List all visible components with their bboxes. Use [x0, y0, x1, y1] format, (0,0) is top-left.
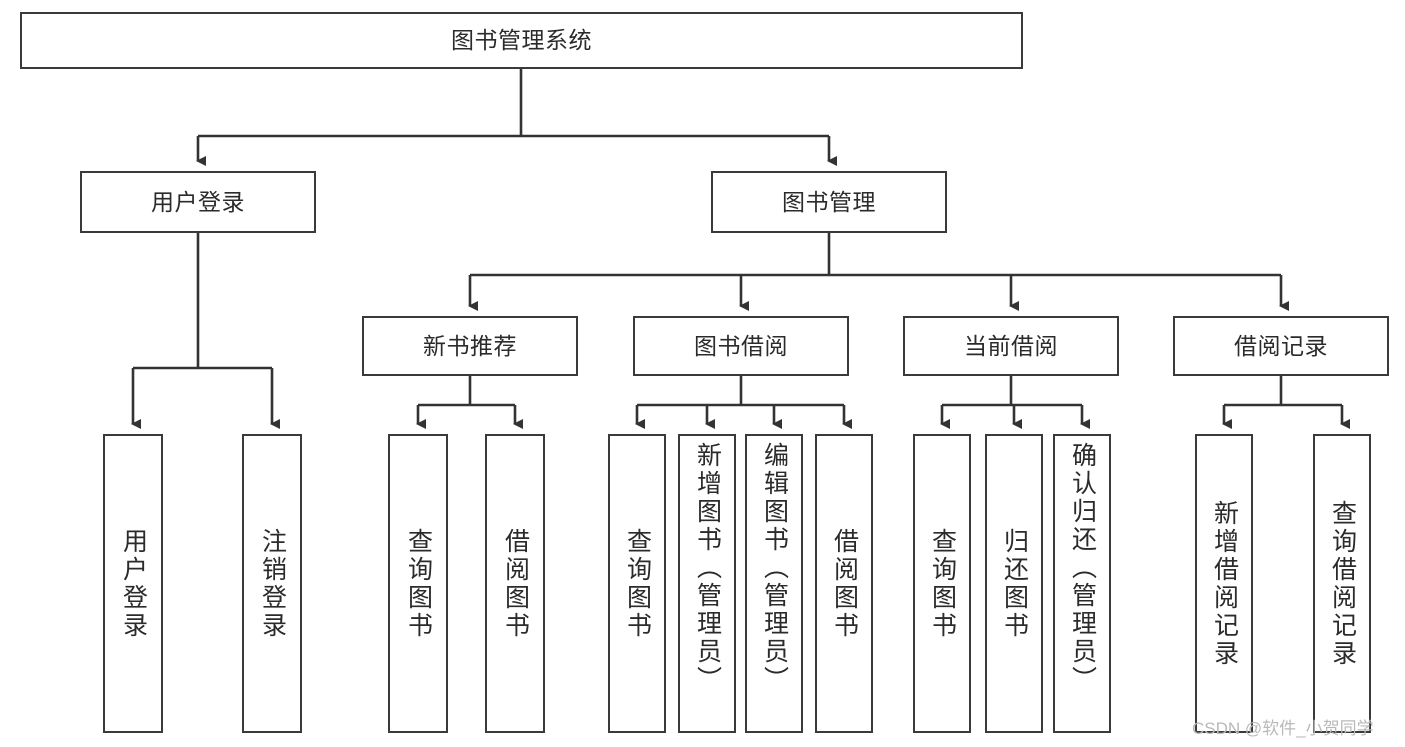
- node-leaf-add-borrow-record[interactable]: 新增借阅记录: [1195, 434, 1253, 733]
- node-leaf-query-book-recommend[interactable]: 查询图书: [388, 434, 448, 733]
- node-label-leaf-borrow-book-borrow: 借阅图书: [830, 527, 859, 640]
- node-root[interactable]: 图书管理系统: [20, 12, 1023, 69]
- node-label-leaf-borrow-book-recommend: 借阅图书: [501, 527, 530, 640]
- node-book-borrow[interactable]: 图书借阅: [633, 316, 849, 376]
- node-label-leaf-user-login: 用户登录: [119, 527, 148, 640]
- node-leaf-logout-login[interactable]: 注销登录: [242, 434, 302, 733]
- node-label-book-borrow: 图书借阅: [694, 332, 788, 359]
- node-new-book-recommend[interactable]: 新书推荐: [362, 316, 578, 376]
- node-label-borrow-record: 借阅记录: [1234, 332, 1328, 359]
- node-leaf-borrow-book-recommend[interactable]: 借阅图书: [485, 434, 545, 733]
- node-leaf-user-login[interactable]: 用户登录: [103, 434, 163, 733]
- node-leaf-return-book[interactable]: 归还图书: [985, 434, 1043, 733]
- node-leaf-borrow-book-borrow[interactable]: 借阅图书: [815, 434, 873, 733]
- node-label-leaf-query-book-current: 查询图书: [928, 527, 957, 640]
- watermark-text: CSDN @软件_小贺同学: [1192, 719, 1374, 738]
- node-leaf-query-book-borrow[interactable]: 查询图书: [608, 434, 666, 733]
- node-book-management[interactable]: 图书管理: [711, 171, 947, 233]
- node-label-leaf-query-borrow-record: 查询借阅记录: [1328, 499, 1357, 668]
- node-leaf-query-book-current[interactable]: 查询图书: [913, 434, 971, 733]
- node-leaf-edit-book-admin[interactable]: 编辑图书（管理员）: [745, 434, 803, 733]
- node-label-leaf-logout-login: 注销登录: [258, 527, 287, 640]
- node-borrow-record[interactable]: 借阅记录: [1173, 316, 1389, 376]
- node-label-leaf-return-book: 归还图书: [1000, 527, 1029, 640]
- node-leaf-confirm-return-admin[interactable]: 确认归还（管理员）: [1053, 434, 1111, 733]
- node-leaf-query-borrow-record[interactable]: 查询借阅记录: [1313, 434, 1371, 733]
- node-label-leaf-confirm-return-admin: 确认归还（管理员）: [1068, 442, 1097, 694]
- node-label-book-management: 图书管理: [782, 188, 876, 215]
- node-label-current-borrow: 当前借阅: [964, 332, 1058, 359]
- node-label-leaf-query-book-recommend: 查询图书: [404, 527, 433, 640]
- node-label-new-book-recommend: 新书推荐: [423, 332, 517, 359]
- node-user-login[interactable]: 用户登录: [80, 171, 316, 233]
- node-label-leaf-add-borrow-record: 新增借阅记录: [1210, 499, 1239, 668]
- node-label-leaf-query-book-borrow: 查询图书: [623, 527, 652, 640]
- node-label-user-login: 用户登录: [151, 188, 245, 215]
- connector-group: [131, 69, 1350, 429]
- node-label-leaf-add-book-admin: 新增图书（管理员）: [693, 442, 722, 694]
- node-label-root: 图书管理系统: [451, 27, 592, 54]
- node-label-leaf-edit-book-admin: 编辑图书（管理员）: [760, 442, 789, 694]
- node-leaf-add-book-admin[interactable]: 新增图书（管理员）: [678, 434, 736, 733]
- node-current-borrow[interactable]: 当前借阅: [903, 316, 1119, 376]
